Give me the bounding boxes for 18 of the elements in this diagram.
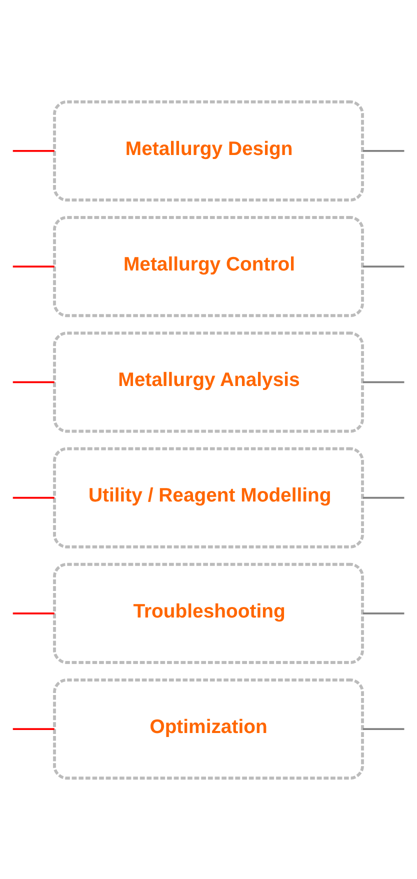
connector [12,265,54,268]
connector [362,496,404,498]
node-box: Utility / Reagent Modelling [53,446,364,548]
node-box: Metallurgy Design [53,100,364,201]
connector [362,265,404,268]
connector [362,380,404,383]
connector [12,380,54,383]
connector [12,496,54,498]
connector [12,728,54,730]
node-box: Optimization [53,678,364,780]
connector [362,612,404,614]
connector [12,149,54,152]
node-box: Troubleshooting [53,562,364,664]
connector [362,149,404,152]
connector [362,728,404,730]
node-box: Metallurgy Control [53,216,364,317]
node-box: Metallurgy Analysis [53,331,364,432]
connector [12,612,54,614]
